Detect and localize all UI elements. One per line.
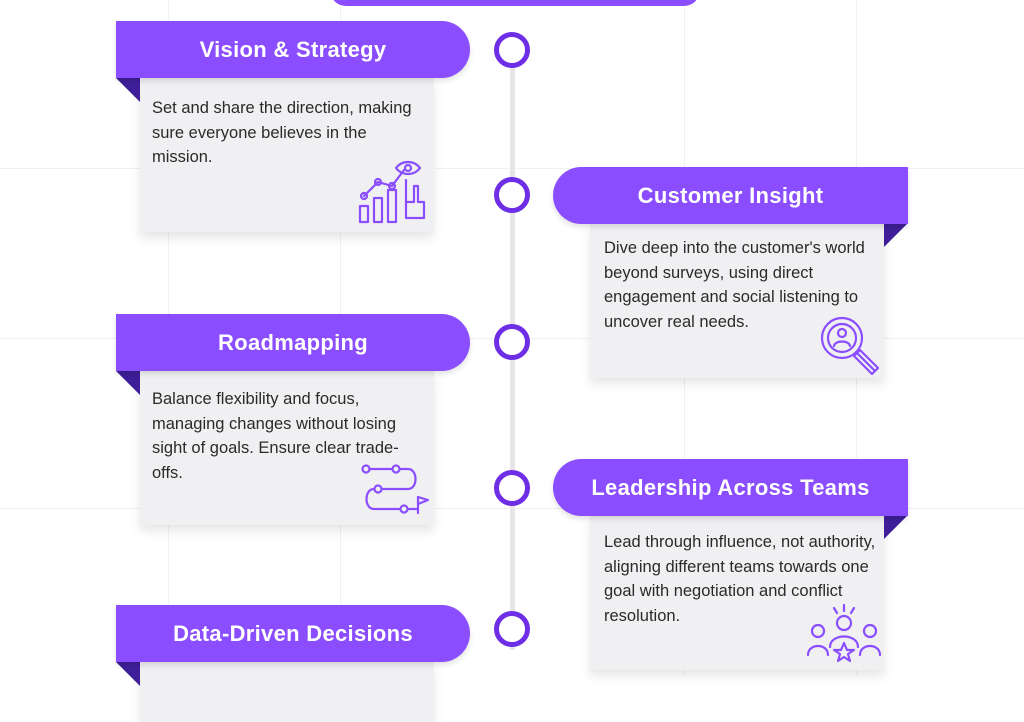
step-title: Customer Insight bbox=[553, 167, 908, 224]
growth-eye-icon bbox=[356, 156, 426, 226]
timeline-node bbox=[494, 177, 530, 213]
customer-search-icon bbox=[818, 314, 882, 378]
step-description: Dive deep into the customer's world beyo… bbox=[604, 239, 865, 331]
step-card: Set and share the direction, making sure… bbox=[140, 78, 434, 232]
ribbon-fold bbox=[116, 662, 140, 686]
step-title: Roadmapping bbox=[116, 314, 470, 371]
ribbon-fold bbox=[116, 78, 140, 102]
step-card bbox=[140, 662, 434, 722]
header-ribbon bbox=[330, 0, 700, 6]
step-description: Lead through influence, not authority, a… bbox=[604, 533, 876, 625]
ribbon-fold bbox=[884, 515, 908, 539]
timeline-node bbox=[494, 470, 530, 506]
step-description: Balance flexibility and focus, managing … bbox=[152, 390, 399, 482]
step-title: Data-Driven Decisions bbox=[116, 605, 470, 662]
timeline-node bbox=[494, 32, 530, 68]
timeline-node bbox=[494, 611, 530, 647]
timeline-node bbox=[494, 324, 530, 360]
ribbon-fold bbox=[884, 223, 908, 247]
step-description: Set and share the direction, making sure… bbox=[152, 99, 412, 166]
roadmap-path-icon bbox=[360, 463, 430, 519]
team-star-icon bbox=[804, 603, 884, 667]
step-card: Lead through influence, not authority, a… bbox=[590, 515, 884, 670]
step-title: Vision & Strategy bbox=[116, 21, 470, 78]
ribbon-fold bbox=[116, 371, 140, 395]
step-card: Dive deep into the customer's world beyo… bbox=[590, 223, 884, 378]
step-title: Leadership Across Teams bbox=[553, 459, 908, 516]
step-card: Balance flexibility and focus, managing … bbox=[140, 371, 434, 525]
